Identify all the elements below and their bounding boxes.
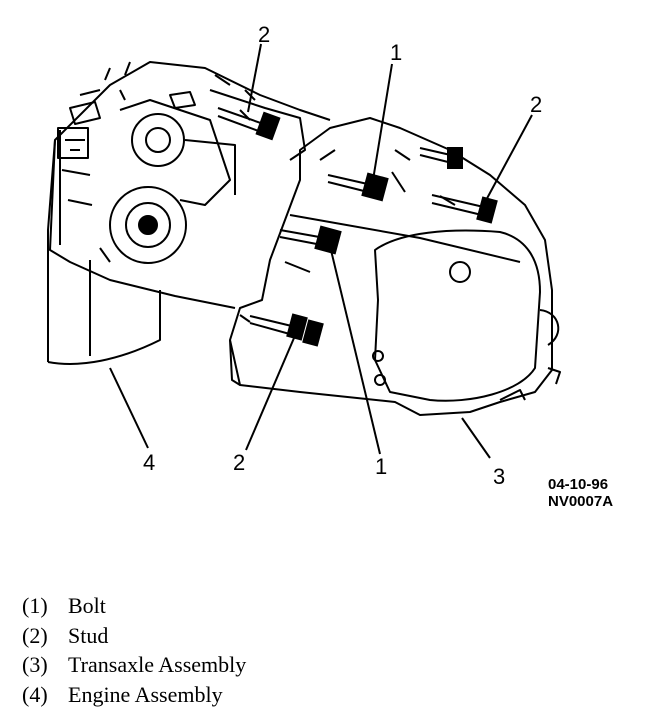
figure-id-code: NV0007A [548, 493, 613, 510]
callout-bolt-bottom: 1 [375, 454, 387, 479]
bolt-middle [279, 225, 342, 255]
legend-item-stud: (2) Stud [22, 621, 246, 651]
fasteners [217, 107, 498, 347]
bolt-top-right [419, 147, 463, 169]
callout-stud-top-left: 2 [258, 22, 270, 47]
callout-stud-bottom: 2 [233, 450, 245, 475]
transaxle-mounting-diagram: 2 1 2 4 2 1 3 04-10-96 NV0007A [47, 22, 613, 510]
stud-top-right [431, 194, 498, 224]
callout-transaxle-assembly: 3 [493, 464, 505, 489]
legend-number: (3) [22, 652, 48, 677]
legend-label: Transaxle Assembly [68, 652, 247, 677]
legend-number: (1) [22, 593, 48, 618]
engine-assembly [47, 61, 331, 365]
stud-lower [249, 313, 324, 347]
legend-label: Stud [68, 622, 109, 648]
legend-item-bolt: (1) Bolt [22, 591, 246, 621]
legend-label: Bolt [68, 593, 106, 618]
leader-lines [109, 43, 533, 459]
legend-label: Engine Assembly [68, 681, 223, 707]
legend-item-transaxle: (3) Transaxle Assembly [22, 650, 246, 680]
bolt-top-center [327, 172, 389, 202]
figure-date-code: 04-10-96 [548, 476, 608, 493]
legend-number: (2) [22, 622, 48, 648]
callout-engine-assembly: 4 [143, 450, 155, 475]
legend-item-engine: (4) Engine Assembly [22, 680, 246, 710]
stud-top-left [217, 107, 281, 141]
transaxle-assembly [229, 117, 561, 416]
callout-stud-top-right: 2 [530, 92, 542, 117]
parts-legend: (1) Bolt (2) Stud (3) Transaxle Assembly (4… [22, 591, 246, 709]
callout-bolt-top: 1 [390, 40, 402, 65]
legend-number: (4) [22, 681, 48, 707]
